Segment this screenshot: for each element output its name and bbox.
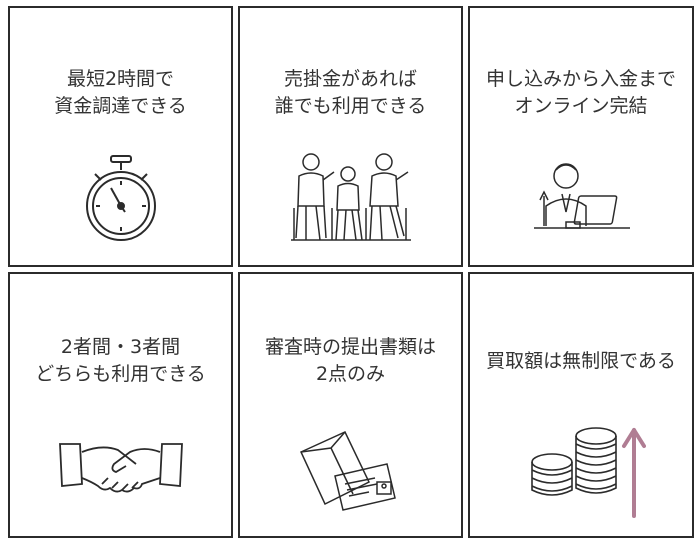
feature-card-online: 申し込みから入金まで オンライン完結: [468, 6, 694, 267]
feature-card-text: 売掛金があれば 誰でも利用できる: [240, 66, 461, 120]
feature-card-text: 審査時の提出書類は 2点のみ: [240, 334, 461, 388]
feature-card-text: 最短2時間で 資金調達できる: [10, 66, 231, 120]
handshake-icon: [10, 434, 231, 504]
businessman-laptop-icon: [470, 156, 692, 246]
coins-arrow-up-icon: [470, 420, 692, 520]
feature-card-line: 資金調達できる: [54, 95, 187, 117]
feature-card-line: 申し込みから入金まで: [485, 68, 676, 90]
feature-card-line: 売掛金があれば: [283, 68, 417, 90]
feature-card-line: 最短2時間で: [66, 68, 175, 90]
feature-card-fast-funding: 最短2時間で 資金調達できる: [8, 6, 233, 267]
feature-card-line: 2点のみ: [315, 363, 386, 385]
features-grid: 最短2時間で 資金調達できる 売掛金があれば: [8, 6, 694, 538]
documents-icon: [240, 424, 461, 514]
feature-card-unlimited: 買取額は無制限である: [468, 272, 694, 538]
feature-card-two-three-party: 2者間・3者間 どちらも利用できる: [8, 272, 233, 538]
people-sitting-icon: [240, 148, 461, 248]
feature-card-line: オンライン完結: [514, 95, 648, 117]
feature-card-text: 買取額は無制限である: [470, 348, 692, 375]
feature-card-anyone: 売掛金があれば 誰でも利用できる: [238, 6, 463, 267]
feature-card-line: 誰でも利用できる: [274, 95, 427, 117]
feature-card-text: 申し込みから入金まで オンライン完結: [470, 66, 692, 120]
feature-card-text: 2者間・3者間 どちらも利用できる: [10, 334, 231, 388]
feature-card-line: 審査時の提出書類は: [264, 336, 436, 358]
feature-card-documents: 審査時の提出書類は 2点のみ: [238, 272, 463, 538]
stopwatch-icon: [10, 154, 231, 244]
feature-card-line: どちらも利用できる: [35, 363, 206, 385]
feature-card-line: 2者間・3者間: [60, 336, 181, 358]
feature-card-line: 買取額は無制限である: [486, 350, 676, 372]
